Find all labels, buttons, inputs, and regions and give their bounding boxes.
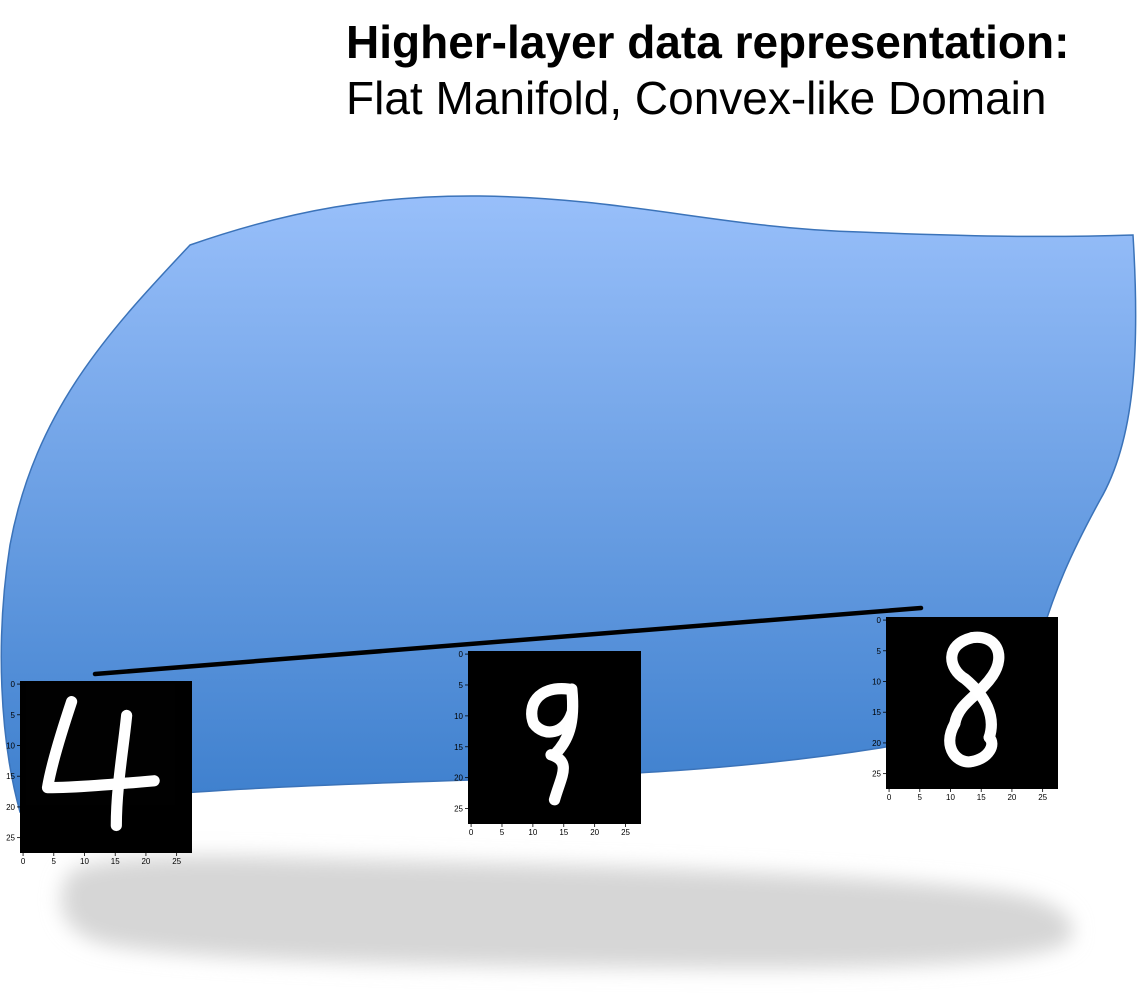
- interpolation-line: [92, 605, 924, 677]
- digit-image-9: 0 5 10 15 20 25 0 5 10 15 20 25: [454, 650, 641, 837]
- y-tick-label: 0: [11, 680, 16, 689]
- digit-stroke: [545, 749, 569, 806]
- x-tick-label: 0: [887, 793, 892, 802]
- digit-images: 0 5 10 15 20 25 0 5 10 15 20 25 0 5 10 15 20 25 0 5 10 15 20 25…: [6, 616, 1058, 866]
- y-tick-label: 25: [6, 834, 15, 843]
- x-tick-label: 20: [590, 828, 599, 837]
- y-tick-label: 10: [454, 712, 463, 721]
- digit-image-8: 0 5 10 15 20 25 0 5 10 15 20 25: [872, 616, 1058, 802]
- digit-stroke: [949, 631, 1005, 730]
- handwritten-digit: [940, 627, 1009, 772]
- y-tick-label: 10: [872, 678, 881, 687]
- x-tick-label: 25: [172, 857, 181, 866]
- x-tick-label: 0: [21, 857, 26, 866]
- x-tick-label: 10: [946, 793, 955, 802]
- x-tick-label: 20: [141, 857, 150, 866]
- slide-subtitle: Flat Manifold, Convex-like Domain: [346, 72, 1047, 124]
- x-tick-label: 15: [977, 793, 986, 802]
- handwritten-digit: [38, 692, 164, 835]
- title-block: Higher-layer data representation: Flat M…: [346, 14, 1069, 126]
- x-tick-label: 5: [500, 828, 505, 837]
- x-tick-label: 25: [1038, 793, 1047, 802]
- y-tick-label: 20: [454, 774, 463, 783]
- y-tick-label: 15: [6, 772, 15, 781]
- x-tick-label: 15: [111, 857, 120, 866]
- y-tick-label: 20: [6, 803, 15, 812]
- y-tick-label: 5: [877, 647, 882, 656]
- y-tick-label: 0: [459, 650, 464, 659]
- x-tick-label: 5: [52, 857, 57, 866]
- x-tick-label: 0: [469, 828, 474, 837]
- digit-stroke: [110, 709, 133, 832]
- y-tick-label: 0: [877, 616, 882, 625]
- digit-stroke: [944, 718, 998, 768]
- x-tick-label: 10: [528, 828, 537, 837]
- x-tick-label: 10: [80, 857, 89, 866]
- digit-stroke: [946, 632, 997, 743]
- y-tick-label: 5: [459, 681, 464, 690]
- x-tick-label: 25: [621, 828, 630, 837]
- handwritten-digit: [522, 679, 583, 810]
- x-tick-label: 5: [918, 793, 923, 802]
- manifold-shadow: [61, 855, 1073, 969]
- y-tick-label: 25: [454, 805, 463, 814]
- y-tick-label: 10: [6, 742, 15, 751]
- y-tick-label: 25: [872, 770, 881, 779]
- x-tick-label: 15: [559, 828, 568, 837]
- x-tick-label: 20: [1007, 793, 1016, 802]
- y-tick-label: 20: [872, 739, 881, 748]
- digit-image-4: 0 5 10 15 20 25 0 5 10 15 20 25: [6, 680, 192, 866]
- y-tick-label: 5: [11, 711, 16, 720]
- y-tick-label: 15: [454, 743, 463, 752]
- slide-title: Higher-layer data representation:: [346, 16, 1070, 68]
- y-tick-label: 15: [872, 708, 881, 717]
